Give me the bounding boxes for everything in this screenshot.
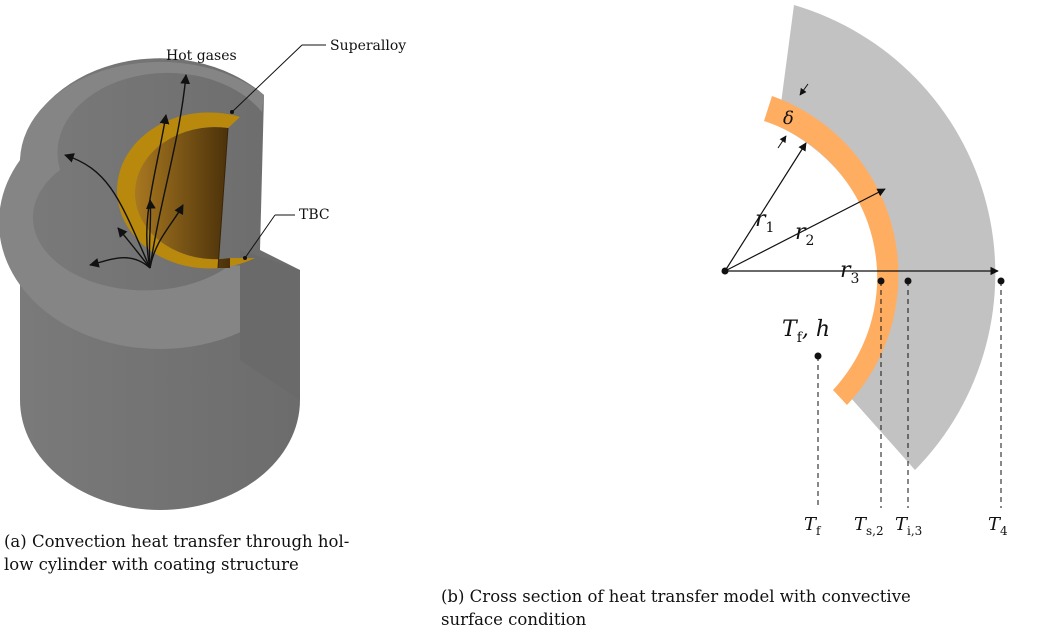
label-r3: r3 <box>840 258 859 287</box>
caption-a: (a) Convection heat transfer through hol… <box>4 530 349 576</box>
center-point <box>721 267 729 275</box>
tbc-coating-region <box>764 96 899 405</box>
cylinder-illustration <box>0 58 300 510</box>
label-T-i3: Ti,3 <box>895 514 922 538</box>
temperature-leaders <box>817 281 1002 508</box>
panel-b-labels: δ r1 r2 r3 Tf, h Tf Ts,2 Ti,3 T4 <box>755 108 1008 538</box>
cross-section-diagram <box>721 5 1005 508</box>
label-r2: r2 <box>795 220 814 249</box>
label-T-s2: Ts,2 <box>854 514 884 538</box>
label-T-f: Tf <box>804 514 822 538</box>
label-T-4: T4 <box>988 514 1008 538</box>
cylinder-interior <box>135 127 230 268</box>
cylinder-top-face <box>0 61 300 350</box>
tbc-coating-ring <box>117 112 255 269</box>
caption-b: (b) Cross section of heat transfer model… <box>441 585 911 631</box>
label-fluid-conditions: Tf, h <box>782 317 830 346</box>
caption-a-line2: low cylinder with coating structure <box>4 555 299 574</box>
cylinder-body <box>20 58 300 510</box>
label-hot-gases: Hot gases <box>166 48 237 64</box>
caption-a-line1: (a) Convection heat transfer through hol… <box>4 532 350 551</box>
label-superalloy: Superalloy <box>330 38 406 54</box>
label-r1: r1 <box>755 207 774 236</box>
hot-gas-flow-arrows <box>64 74 191 269</box>
cylinder-cut-face <box>240 250 300 400</box>
label-tbc: TBC <box>299 207 330 223</box>
caption-b-line1: (b) Cross section of heat transfer model… <box>441 587 911 606</box>
label-delta: δ <box>783 108 794 129</box>
panel-a-labels: Hot gases Superalloy TBC <box>166 38 406 260</box>
caption-b-line2: surface condition <box>441 610 587 629</box>
